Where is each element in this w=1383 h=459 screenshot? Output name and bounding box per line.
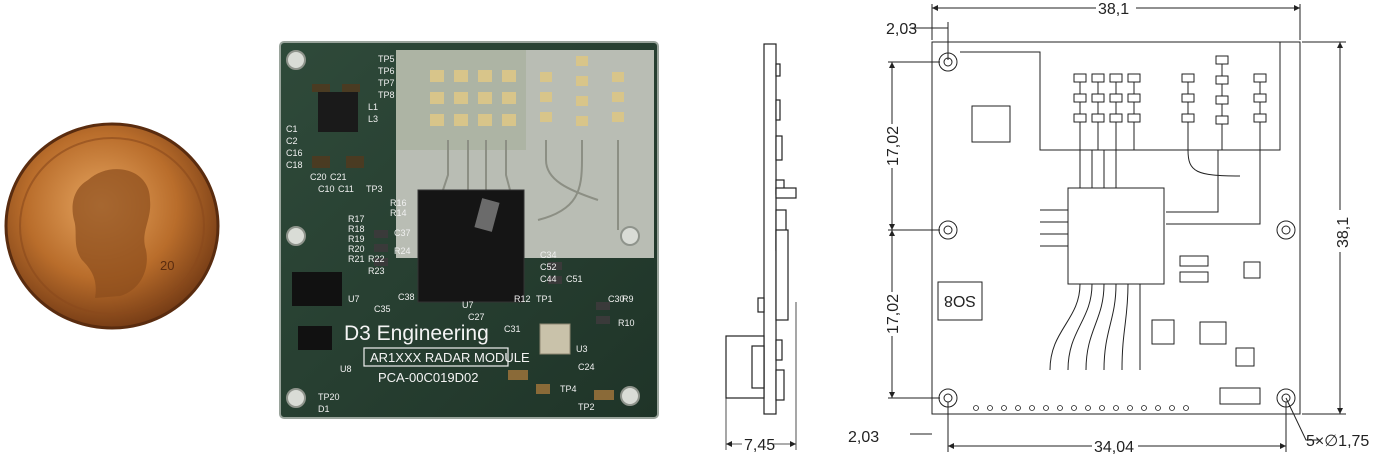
silk-label: U7 [348, 294, 360, 304]
width-dimension: 38,1 [1098, 1, 1129, 18]
module-label: AR1XXX RADAR MODULE [370, 350, 530, 365]
silk-label: R12 [514, 294, 531, 304]
height-dimension: 38,1 [1335, 217, 1352, 248]
silk-label: TP3 [366, 184, 383, 194]
silk-label: C35 [374, 304, 391, 314]
silk-label: C27 [468, 312, 485, 322]
silk-label: R10 [618, 318, 635, 328]
silk-label: TP5 [378, 54, 395, 64]
top-edge-offset-dimension: 2,03 [886, 21, 917, 38]
silk-label: R19 [348, 234, 365, 244]
silk-label: C34 [540, 250, 557, 260]
hole-spacing-upper-dimension: 17,02 [885, 126, 902, 166]
dimension-drawing: 38,1 2,03 2,03 38,1 17,02 17,02 34,04 5×… [840, 0, 1383, 456]
silk-label: C1 [286, 124, 298, 134]
silk-label: TP6 [378, 66, 395, 76]
silk-label: R9 [622, 294, 634, 304]
hole-diameter-callout: 5×∅1,75 [1306, 433, 1369, 450]
thickness-dimension: 7,45 [744, 437, 775, 454]
svg-text:20: 20 [160, 258, 174, 273]
silk-label: L3 [368, 114, 378, 124]
silk-label: C52 [540, 262, 557, 272]
so8-chip-marking: SO8 [944, 292, 976, 309]
silk-label: R16 [390, 198, 407, 208]
silk-label: R14 [390, 208, 407, 218]
silk-label: TP4 [560, 384, 577, 394]
silk-label: R20 [348, 244, 365, 254]
silk-label: C24 [578, 362, 595, 372]
silk-label: C2 [286, 136, 298, 146]
silk-label: TP1 [536, 294, 553, 304]
silk-label: R18 [348, 224, 365, 234]
silk-label: TP7 [378, 78, 395, 88]
silk-label: C18 [286, 160, 303, 170]
silk-label: C31 [504, 324, 521, 334]
hole-spacing-lower-dimension: 17,02 [885, 294, 902, 334]
silk-label: C51 [566, 274, 583, 284]
silk-label: C21 [330, 172, 347, 182]
chip-designator: U7 [462, 300, 474, 310]
silk-label: C10 [318, 184, 335, 194]
side-view-drawing: 7,45 [712, 40, 812, 454]
pcb-outline-drawing: 38,1 2,03 2,03 38,1 17,02 17,02 34,04 5×… [848, 0, 1369, 456]
silk-label: C11 [338, 184, 354, 194]
coin-size-reference: 20 [0, 120, 222, 334]
silk-label: C44 [540, 274, 557, 284]
hole-spacing-horizontal-dimension: 34,04 [1094, 439, 1134, 454]
brand-text: D3 Engineering [344, 322, 489, 345]
silk-label: U3 [576, 344, 588, 354]
penny-image: 20 [4, 122, 220, 330]
part-number: PCA-00C019D02 [378, 370, 478, 385]
silk-label: C30 [608, 294, 625, 304]
silk-label: U8 [340, 364, 352, 374]
silk-label: R21 [348, 254, 365, 264]
silk-label: TP8 [378, 90, 395, 100]
radar-module-photo: U7 TP5 TP6 TP7 TP8 L1 L3 C1 C2 [278, 40, 660, 420]
pcb-photo: U7 TP5 TP6 TP7 TP8 L1 L3 C1 C2 [279, 41, 659, 419]
silk-label: R23 [368, 266, 385, 276]
silk-label: C20 [310, 172, 327, 182]
silk-label: TP20 [318, 392, 340, 402]
silk-label: L1 [368, 102, 378, 112]
silk-label: D1 [318, 404, 330, 414]
silk-label: TP2 [578, 402, 595, 412]
silk-label: C16 [286, 148, 303, 158]
silk-label: R17 [348, 214, 365, 224]
silk-label: R22 [368, 254, 385, 264]
silk-label: C37 [394, 228, 411, 238]
silk-label: R24 [394, 246, 411, 256]
silk-label: C38 [398, 292, 415, 302]
bottom-edge-offset-dimension: 2,03 [848, 429, 879, 446]
side-profile: 7,45 [725, 43, 797, 454]
